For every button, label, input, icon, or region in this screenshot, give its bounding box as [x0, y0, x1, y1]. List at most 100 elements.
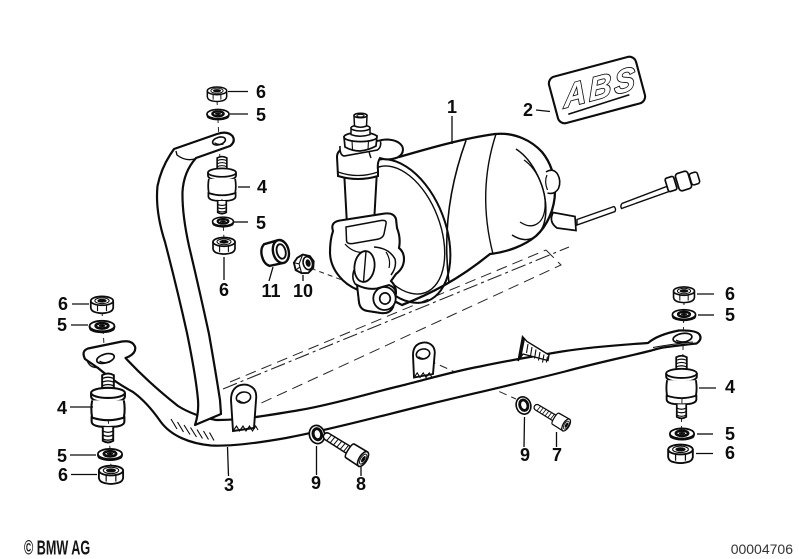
detail-ellipse — [275, 243, 287, 260]
nut-icon — [97, 464, 125, 485]
callouts: 6 5 4 5 6 11 10 1 2 6 5 4 5 6 3 9 8 9 7 … — [57, 82, 735, 495]
detail-rect — [688, 171, 701, 186]
bolt8-icon — [318, 426, 372, 470]
bushing-icon — [260, 238, 291, 268]
rod-cone — [550, 211, 577, 232]
nut10-icon — [292, 253, 315, 275]
rod-segment-2 — [620, 185, 670, 210]
copyright-text: © BMW AG — [24, 537, 90, 559]
abs-badge: ABS — [547, 55, 647, 125]
washer-icon — [211, 215, 235, 228]
callout-4: 4 — [57, 398, 67, 418]
wedge-serration — [525, 343, 549, 363]
washer-icon — [88, 319, 116, 334]
nut-icon — [212, 236, 236, 255]
drawing-number: 00004706 — [731, 541, 794, 557]
washer-icon — [668, 427, 696, 441]
shoulder-bottom-line — [337, 171, 379, 177]
plane-edge-upper — [229, 249, 547, 383]
center-line — [222, 246, 570, 390]
rail-wedge-stub — [517, 334, 550, 363]
leader-lines — [70, 90, 716, 477]
washer-icon — [671, 308, 697, 322]
corner-hatch — [170, 418, 215, 441]
nut-icon — [89, 295, 115, 315]
detail-line — [412, 341, 436, 379]
callout-5: 5 — [57, 446, 67, 466]
callout-9: 9 — [520, 445, 530, 465]
bolt7-assembly-line — [427, 359, 517, 400]
phantom-lines — [222, 246, 570, 406]
detail-ellipse — [356, 113, 365, 118]
callout-5: 5 — [57, 315, 67, 335]
cap-nipple — [545, 169, 561, 195]
bracket-rail — [82, 329, 702, 447]
callout-2: 2 — [523, 100, 533, 120]
leader-line — [535, 109, 551, 113]
nut-icon — [672, 286, 696, 304]
callout-9: 9 — [311, 473, 321, 493]
callout-8: 8 — [356, 474, 366, 494]
callout-6: 6 — [219, 280, 229, 300]
arm-plate-thickness — [175, 150, 197, 161]
plane-edge-lower — [256, 249, 562, 406]
cylinder-seam — [445, 140, 467, 284]
left-tab-thickness — [86, 360, 100, 369]
detail-line — [293, 254, 304, 274]
rod-connector — [664, 170, 701, 193]
rod-segment-1 — [576, 205, 617, 226]
callout-6: 6 — [58, 294, 68, 314]
rubber-mount-icon — [207, 155, 237, 215]
detail-line — [385, 251, 391, 269]
callout-10: 10 — [293, 281, 313, 301]
nut-icon — [206, 86, 228, 103]
callout-5: 5 — [725, 424, 735, 444]
leader-line — [367, 140, 370, 150]
cap-ring-outer — [511, 148, 547, 241]
detail-line — [418, 356, 426, 360]
leader-line — [351, 140, 354, 151]
bolt-icon — [530, 399, 573, 434]
callout-7: 7 — [552, 445, 562, 465]
callout-4: 4 — [257, 177, 267, 197]
cap-joint — [485, 133, 497, 255]
valve-assembly — [328, 112, 406, 315]
callout-4: 4 — [725, 377, 735, 397]
eyelet-hole — [378, 292, 392, 305]
valve-drum — [373, 246, 397, 276]
washer-icon — [205, 108, 231, 121]
detail-line — [518, 336, 525, 361]
lock-washer-icon — [512, 393, 535, 418]
cap-ring-inner — [519, 159, 546, 227]
callout-6: 6 — [58, 465, 68, 485]
leader-line — [362, 251, 367, 282]
badge-rotated-group: ABS — [547, 55, 647, 125]
leader-line — [268, 266, 274, 282]
detail-line — [238, 399, 247, 404]
detail-ellipse — [305, 259, 311, 267]
valve-nipple — [353, 114, 368, 128]
callout-5: 5 — [256, 213, 266, 233]
valve-rear-ear — [352, 269, 357, 286]
bracket-arm — [155, 131, 235, 441]
ear1-serration — [232, 424, 259, 433]
valve-body-top-face — [345, 219, 387, 245]
bolt7-icon — [530, 399, 573, 434]
arm-body — [155, 131, 235, 427]
callout-5: 5 — [256, 105, 266, 125]
washer-icon — [96, 447, 124, 462]
right-plate-inner — [652, 341, 694, 349]
rail-ear-2 — [412, 341, 436, 379]
nut-icon — [667, 443, 694, 465]
callout-6: 6 — [725, 443, 735, 463]
callout-1: 1 — [447, 97, 457, 117]
badge-plate — [547, 55, 647, 125]
leader-line — [523, 416, 526, 448]
callout-6: 6 — [725, 284, 735, 304]
rubber-mount-icon — [665, 354, 698, 420]
callout-3: 3 — [224, 475, 234, 495]
ear2-serration — [413, 371, 433, 379]
detail-line — [675, 339, 688, 343]
